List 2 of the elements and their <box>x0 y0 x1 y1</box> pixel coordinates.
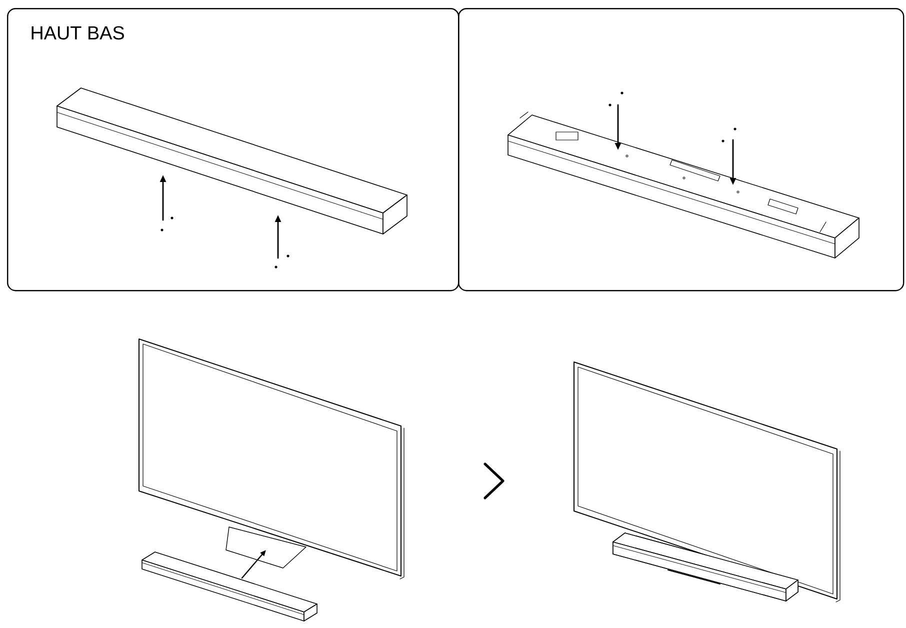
instruction-panel: HAUT BAS <box>7 8 460 292</box>
instruction-panel <box>458 8 904 292</box>
